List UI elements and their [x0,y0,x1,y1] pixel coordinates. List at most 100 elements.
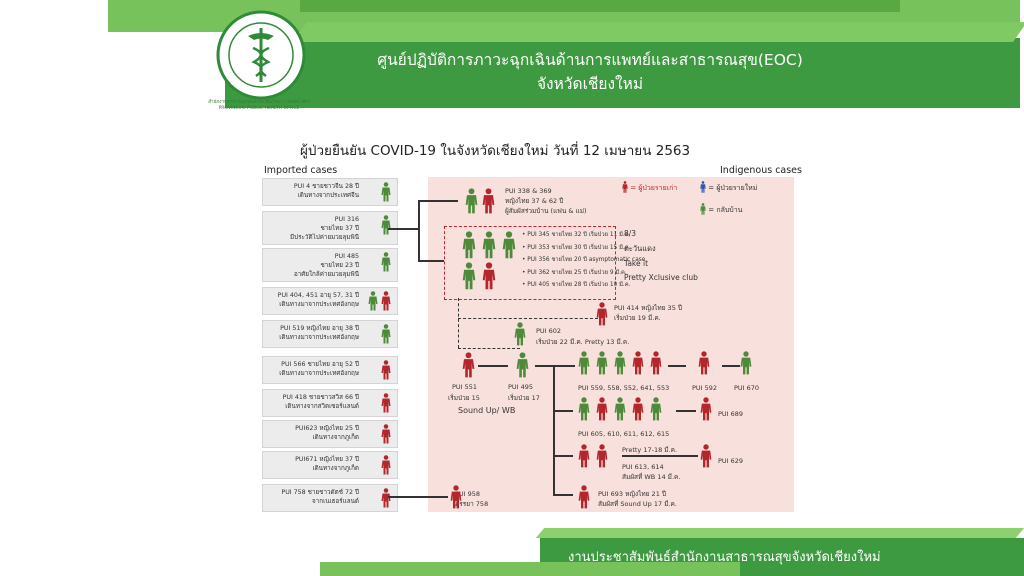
header-title-line2: จังหวัดเชียงใหม่ [536,75,644,93]
imported-case-card: PUI 566 ชายไทย อายุ 52 ปีเดินทางมาจากประ… [262,356,398,384]
pui592-label: PUI 592 [692,384,718,392]
patient-old-icon [596,396,608,426]
connector-line [668,365,686,367]
dashed-connector [458,348,520,349]
patient-old-icon [381,393,391,417]
box-case-item: • PUI 362 ชายไทย 25 ปี เริ่มป่วย 9 มี.ค. [522,269,627,276]
imported-case-line1: PUI 404, 451 อายุ 57, 31 ปี [277,292,359,299]
imported-case-figures [381,324,391,348]
connector-line [622,455,698,457]
box-case-item: • PUI 405 ชายไทย 28 ปี เริ่มป่วย 10 มี.ค… [522,282,631,288]
header-band-accent [292,22,1024,42]
box-note-2: ตะวันแดง [624,244,656,253]
patient-old-icon [381,291,391,315]
header-title-line1: ศูนย์ปฏิบัติการภาวะฉุกเฉินด้านการแพทย์แล… [377,51,803,69]
imported-case-line2: เดินทางจากประเทศจีน [297,192,359,199]
box-case-item: • PUI 356 ชายไทย 20 ปี asymptomatic case [522,257,646,263]
imported-case-line1: PUI 519 หญิงไทย อายุ 38 ปี [280,325,359,332]
legend-new-icon [700,181,706,195]
pui958-line1: PUI 958 [455,490,481,498]
imported-case-line2: เดินทางจากสวิตเซอร์แลนด์ [285,403,359,410]
connector-line [418,200,420,260]
box-note-1: 8/3 [624,229,637,238]
imported-case-line2: เดินทางมาจากประเทศอังกฤษ [279,370,359,377]
patient-recovered-icon [465,188,478,218]
connector-line [418,260,444,262]
patient-recovered-icon [514,322,526,350]
header-top-stripe-dark [300,0,900,12]
patient-old-icon [482,188,495,218]
box-note-3: Take it [624,259,649,268]
connector-line [553,455,573,457]
imported-case-card: PUI671 หญิงไทย 37 ปีเดินทางจากภูเก็ต [262,451,398,479]
cluster-top-line3: ผู้สัมผัสร่วมบ้าน (แฟน & แม่) [505,207,587,215]
patient-old-icon [462,352,475,382]
connector-line [676,410,696,412]
sound-up-label: Sound Up/ WB [458,406,516,415]
patient-recovered-icon [381,324,391,348]
patient-recovered-icon [381,252,391,276]
pui689-label: PUI 689 [718,410,744,418]
pui495-line2: เริ่มป่วย 17 [508,394,540,402]
row1-label: PUI 559, 558, 552, 641, 553 [578,384,670,392]
patient-old-icon [381,360,391,384]
row3-label-3: สัมผัสที่ WB 14 มี.ค. [622,473,681,481]
box-case-item: • PUI 345 ชายไทย 32 ปี เริ่มป่วย 11 มี.ค… [522,232,631,238]
patient-old-icon [650,350,662,380]
pui670-label: PUI 670 [734,384,760,392]
pui414-line2: เริ่มป่วย 19 มี.ค. [614,314,661,322]
imported-case-figures [381,393,391,417]
patient-recovered-icon [596,350,608,380]
footer-accent [535,528,1024,538]
dashed-connector [458,298,459,348]
pui602-line1: PUI 602 [536,327,562,335]
imported-case-text: PUI623 หญิงไทย 25 ปีเดินทางจากภูเก็ต [267,424,359,442]
imported-case-line1: PUI 758 ชายชาวดัตช์ 72 ปี [281,489,359,496]
imported-case-card: PUI 519 หญิงไทย อายุ 38 ปีเดินทางมาจากปร… [262,320,398,348]
imported-cases-label: Imported cases [264,165,338,176]
legend-old-icon [622,181,628,195]
ministry-logo [216,10,306,100]
imported-case-text: PUI671 หญิงไทย 37 ปีเดินทางจากภูเก็ต [267,455,359,473]
imported-case-figures [381,360,391,384]
patient-old-icon [482,262,496,294]
patient-old-icon [450,484,462,514]
header-title: ศูนย์ปฏิบัติการภาวะฉุกเฉินด้านการแพทย์แล… [310,48,870,96]
patient-recovered-icon [614,350,626,380]
patient-old-icon [578,484,590,514]
imported-case-line1: PUI623 หญิงไทย 25 ปี [295,425,359,432]
imported-case-text: PUI 758 ชายชาวดัตช์ 72 ปีจากเนเธอร์แลนด์ [267,488,359,506]
connector-line [478,365,508,367]
box-note-4: Pretty Xclusive club [624,273,698,282]
legend-home: = กลับบ้าน [700,203,742,217]
imported-case-line1: PUI 418 ชายชาวสวิส 66 ปี [282,394,359,401]
patient-old-icon [381,424,391,448]
imported-case-line1: PUI671 หญิงไทย 37 ปี [295,456,359,463]
legend-new: = ผู้ป่วยรายใหม่ [700,181,757,195]
patient-old-icon [381,488,391,512]
row3-label-2: PUI 613, 614 [622,463,664,471]
patient-recovered-icon [740,350,752,380]
row4-label-1: PUI 693 หญิงไทย 21 ปี [598,490,667,498]
connector-line [388,496,448,498]
patient-recovered-icon [462,231,476,263]
imported-case-figures [381,488,391,512]
legend-home-icon [700,203,706,217]
connector-line [722,365,740,367]
slide-title: ผู้ป่วยยืนยัน COVID-19 ในจังหวัดเชียงใหม… [300,143,691,159]
pui495-line1: PUI 495 [508,383,534,391]
imported-case-figures [381,424,391,448]
legend-old: = ผู้ป่วยรายเก่า [622,181,677,195]
footer-text: งานประชาสัมพันธ์สำนักงานสาธารณสุขจังหวัด… [568,550,881,565]
header-band [225,38,1020,108]
connector-line [553,494,573,496]
imported-case-line2: ชายไทย 23 ปี [320,262,359,269]
imported-case-text: PUI 519 หญิงไทย อายุ 38 ปีเดินทางมาจากปร… [267,324,359,342]
patient-recovered-icon [502,231,516,263]
imported-case-text: PUI 418 ชายชาวสวิส 66 ปีเดินทางจากสวิตเซ… [267,393,359,411]
imported-case-line2: ชายไทย 37 ปี [320,225,359,232]
connector-line [553,365,555,495]
